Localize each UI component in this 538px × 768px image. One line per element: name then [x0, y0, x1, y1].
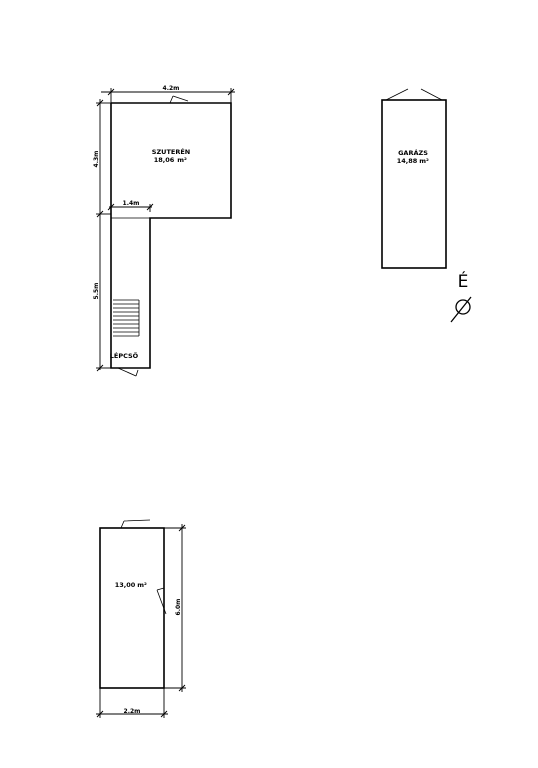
szuteren-unit: m²: [177, 156, 187, 164]
garazs-door-left: [385, 88, 409, 101]
szuteren-area: 18,06: [154, 156, 175, 164]
bottom-room-unit: m²: [137, 581, 147, 589]
garazs-door-right: [420, 88, 443, 101]
dim-bottom-height-label: 6.0m: [175, 599, 182, 616]
garazs-walls: [381, 99, 447, 269]
dim-bottom-height: 6.0m: [164, 524, 186, 692]
bottom-room-door-side: [156, 587, 167, 615]
north-arrow-icon: [450, 296, 472, 323]
szuteren-door: [169, 95, 189, 104]
bottom-room-door-top: [120, 519, 151, 529]
garazs-unit: m²: [419, 157, 429, 165]
north-letter: É: [458, 270, 469, 292]
stair-door: [117, 367, 139, 377]
dim-stair-width-label: 1.4m: [123, 200, 140, 207]
bottom-room-area: 13,00: [115, 581, 136, 589]
garazs-area: 14,88: [397, 157, 418, 165]
stair-treads: [113, 299, 140, 337]
lepcso-label: LÉPCSŐ: [110, 351, 139, 360]
dim-bottom-width-label: 2.2m: [124, 708, 141, 715]
szuteren-name: SZUTERÉN: [152, 147, 190, 156]
dim-bottom-width: 2.2m: [96, 688, 168, 718]
dim-szuteren-height-label: 4.3m: [93, 151, 100, 168]
garazs-name: GARÁZS: [398, 148, 428, 157]
dim-szuteren-width: 4.2m: [101, 85, 235, 103]
dim-szuteren-width-label: 4.2m: [163, 85, 180, 92]
dim-stair-width: 1.4m: [107, 200, 154, 212]
bottom-room-walls: [99, 527, 165, 689]
dim-szuteren-height: 4.3m 5.5m: [93, 99, 111, 372]
dim-stair-length-label: 5.5m: [93, 283, 100, 300]
